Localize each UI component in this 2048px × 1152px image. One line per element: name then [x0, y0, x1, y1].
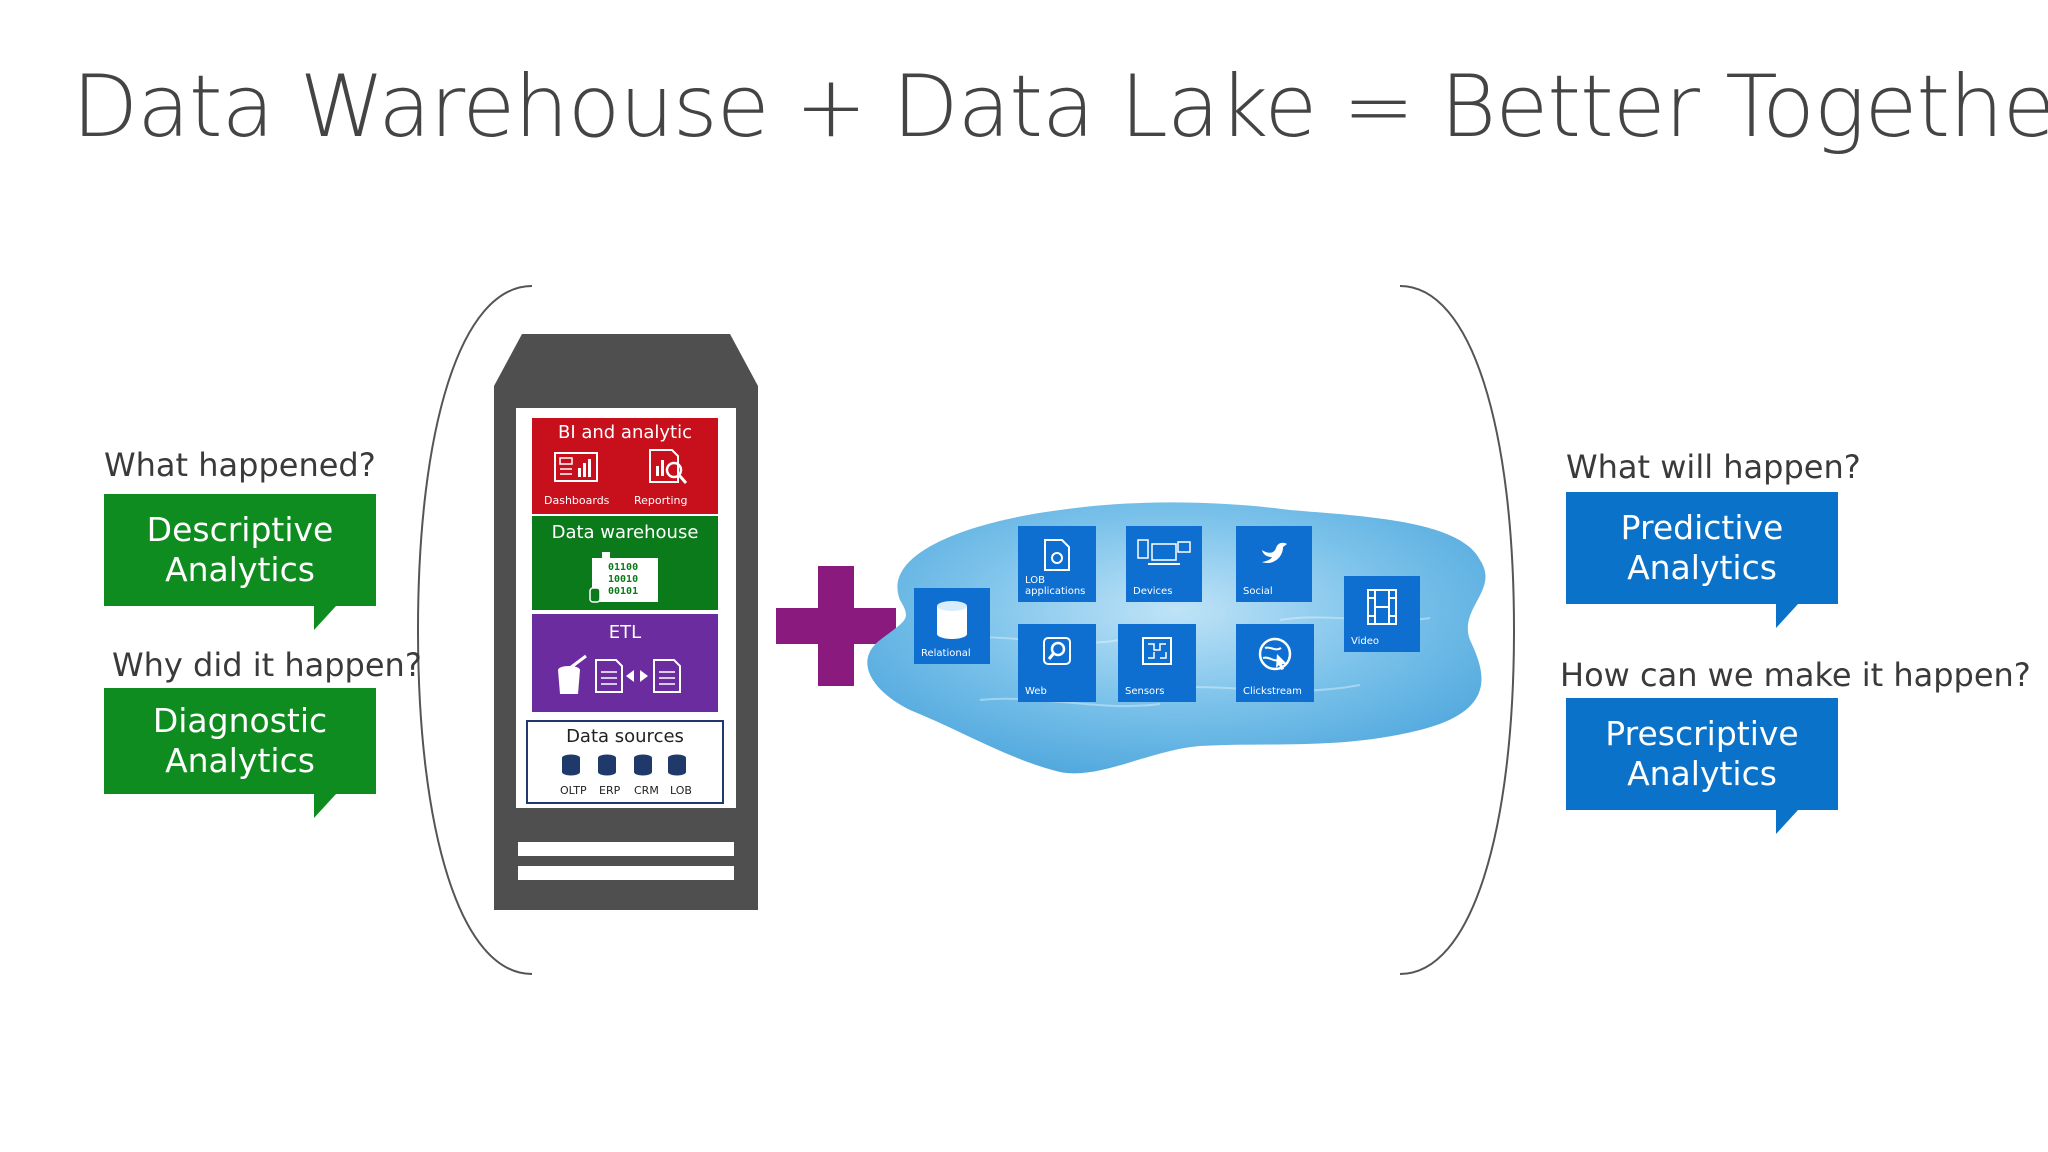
tile-label: LOB applications — [1025, 575, 1086, 597]
callout-tail — [314, 794, 336, 818]
predictive-analytics-callout: Predictive Analytics — [1566, 492, 1838, 628]
diagnostic-analytics-callout: Diagnostic Analytics — [104, 688, 376, 818]
predictive-analytics-label: Predictive Analytics — [1620, 508, 1784, 587]
sensor-chip-icon — [1142, 637, 1172, 665]
source-label-oltp: OLTP — [560, 784, 587, 797]
tile-lob-applications: LOB applications — [1018, 526, 1096, 602]
page-title: Data Warehouse + Data Lake = Better Toge… — [72, 57, 2048, 157]
source-label-erp: ERP — [599, 784, 621, 797]
binary-row: 01100 — [608, 562, 639, 573]
bi-analytic-title: BI and analytic — [557, 422, 693, 443]
tile-label: Social — [1243, 586, 1273, 597]
tile-label: Relational — [921, 648, 971, 659]
etl-process-icon — [558, 654, 681, 694]
tile-social: Social — [1236, 526, 1312, 602]
reporting-label: Reporting — [634, 494, 688, 507]
dashboard-icon — [554, 452, 598, 482]
right-bracket — [1399, 285, 1516, 975]
data-sources-section: Data sources OLTP ERP CRM LOB — [526, 720, 724, 804]
database-cylinders-icon — [562, 754, 686, 776]
database-icon — [937, 601, 967, 639]
document-gear-icon — [1044, 539, 1070, 571]
tile-label: Devices — [1133, 586, 1173, 597]
prescriptive-analytics-label: Prescriptive Analytics — [1605, 714, 1799, 793]
reporting-icon — [649, 449, 688, 484]
left-bracket — [416, 285, 533, 975]
binary-row: 00101 — [608, 586, 639, 597]
question-how-can-we-make-it-happen: How can we make it happen? — [1560, 656, 2031, 694]
tile-devices: Devices — [1126, 526, 1202, 602]
tile-label: Video — [1351, 636, 1380, 647]
tile-clickstream: Clickstream — [1236, 624, 1314, 702]
descriptive-analytics-callout: Descriptive Analytics — [104, 494, 376, 630]
bi-analytic-section: BI and analytic Dashboards Reporting — [532, 418, 718, 514]
data-sources-title: Data sources — [566, 726, 684, 747]
tile-web: Web — [1018, 624, 1096, 702]
data-warehouse-server: BI and analytic Dashboards Reporting Dat… — [494, 334, 758, 910]
data-warehouse-section: Data warehouse 01100 10010 00101 — [532, 516, 718, 610]
diagnostic-analytics-label: Diagnostic Analytics — [152, 701, 328, 780]
film-icon — [1367, 589, 1397, 625]
globe-cursor-icon — [1258, 637, 1292, 671]
bird-icon — [1262, 542, 1287, 564]
plus-icon — [776, 566, 896, 686]
binary-row: 10010 — [608, 574, 639, 585]
callout-tail — [1776, 604, 1798, 628]
question-what-happened: What happened? — [104, 446, 376, 484]
question-why-did-it-happen: Why did it happen? — [112, 646, 422, 684]
binary-data: 01100 10010 00101 — [608, 562, 638, 598]
tile-label: Clickstream — [1243, 686, 1302, 697]
etl-section: ETL — [532, 614, 718, 712]
tile-label: Web — [1025, 686, 1047, 697]
prescriptive-analytics-callout: Prescriptive Analytics — [1566, 698, 1838, 834]
callout-tail — [1776, 810, 1798, 834]
descriptive-analytics-label: Descriptive Analytics — [146, 510, 334, 589]
devices-icon — [1137, 539, 1191, 565]
callout-tail — [314, 606, 336, 630]
database-binary-icon — [589, 552, 658, 603]
web-search-icon — [1043, 637, 1071, 665]
tile-video: Video — [1344, 576, 1420, 652]
question-what-will-happen: What will happen? — [1566, 448, 1861, 486]
data-warehouse-title: Data warehouse — [551, 522, 699, 543]
source-label-crm: CRM — [634, 784, 659, 797]
source-label-lob: LOB — [670, 784, 692, 797]
tile-sensors: Sensors — [1118, 624, 1196, 702]
etl-title: ETL — [608, 622, 642, 643]
tile-label: Sensors — [1125, 686, 1165, 697]
dashboards-label: Dashboards — [544, 494, 610, 507]
tile-relational: Relational — [914, 588, 990, 664]
